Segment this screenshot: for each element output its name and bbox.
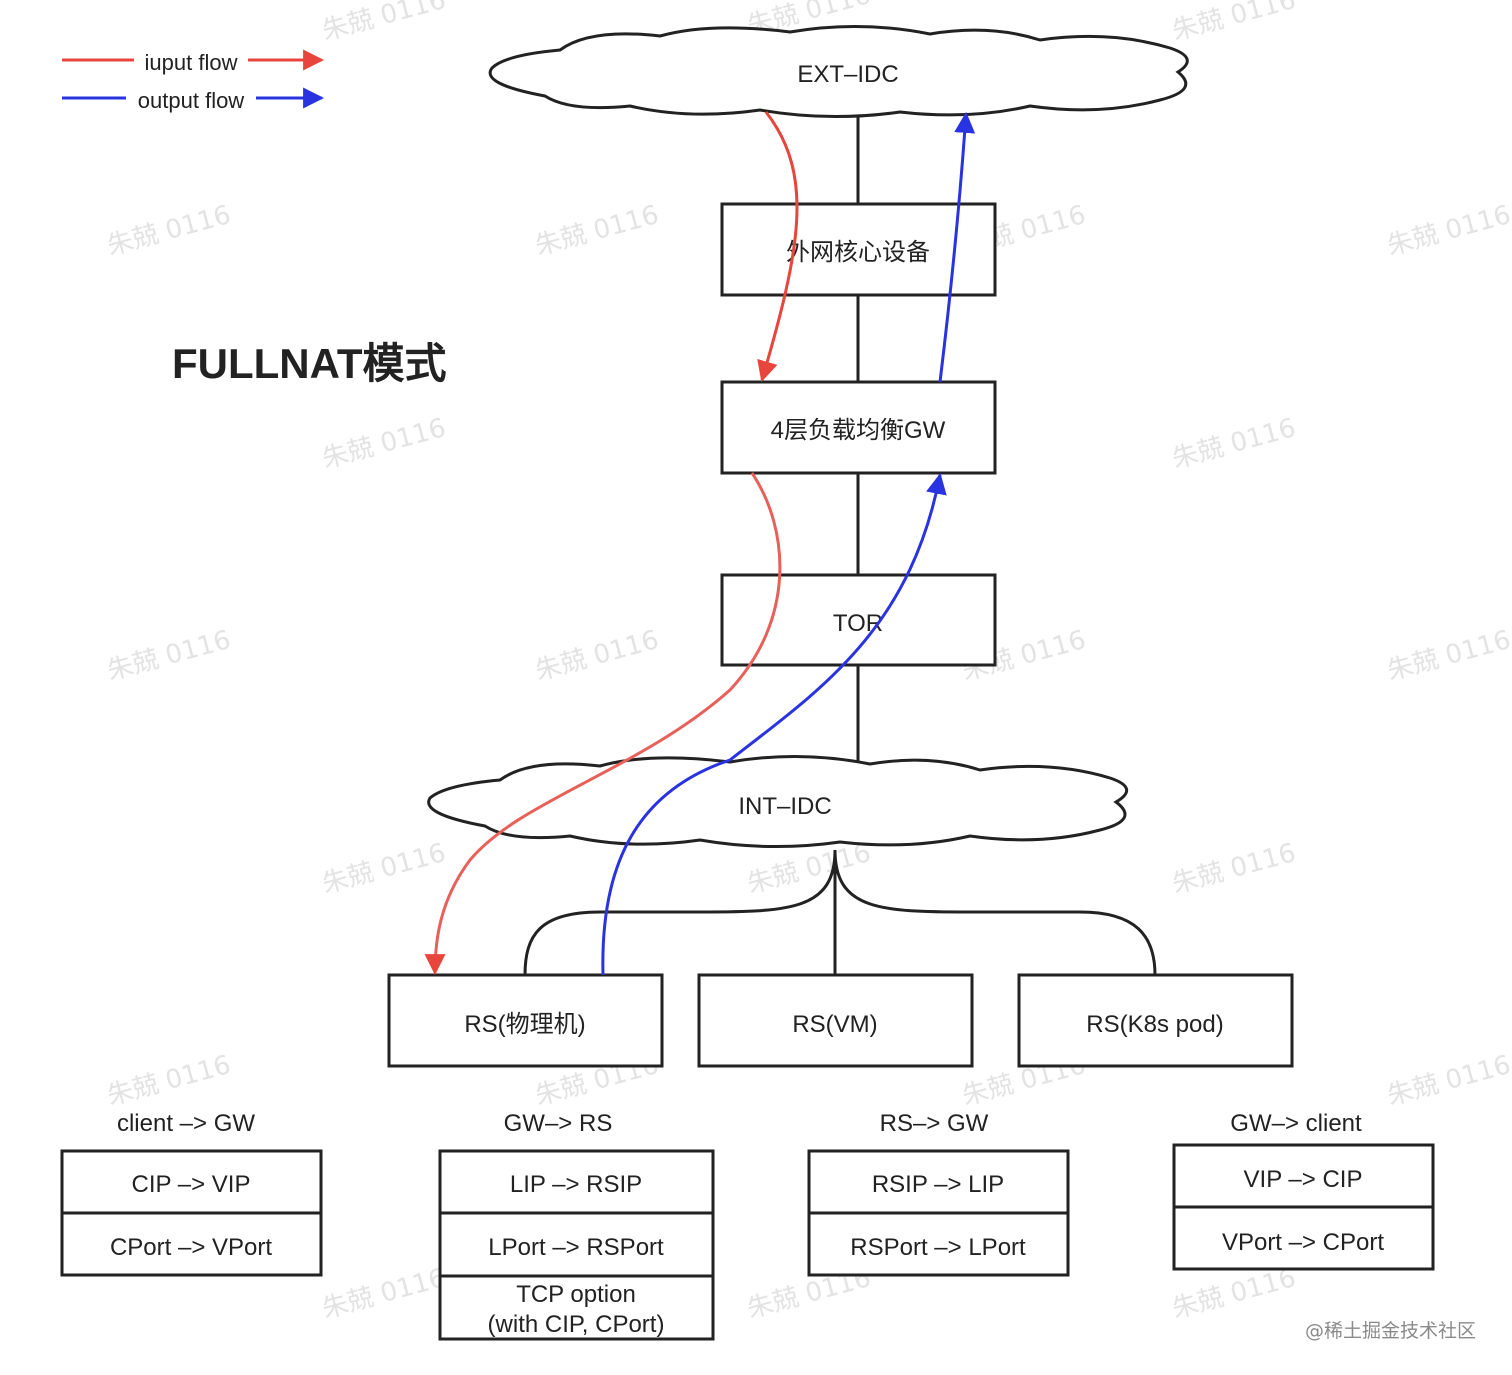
table-gw-to-rs: GW–> RS LIP –> RSIP LPort –> RSPort TCP … [438,1110,715,1341]
input-flow-lower [424,472,782,976]
rs-physical-box: RS(物理机) [387,973,664,1068]
output-flow-upper [938,111,976,383]
legend-output-label-bg [126,84,256,112]
legend: iuput flow output flow [62,46,325,113]
watermark-text: 朱兢 0116 [104,200,234,262]
table-rs-to-gw: RS–> GW RSIP –> LIP RSPort –> LPort [807,1110,1070,1277]
table-title: RS–> GW [880,1110,989,1137]
table-client-to-gw: client –> GW CIP –> VIP CPort –> VPort [60,1110,323,1277]
diagram-title: FULLNAT模式 [172,340,447,387]
table-row: VIP –> CIP [1244,1166,1363,1193]
watermark-text: 朱兢 0116 [1169,0,1299,47]
gateway-label: 4层负载均衡GW [771,417,946,444]
watermark-text: 朱兢 0116 [1169,1263,1299,1325]
core-device-label: 外网核心设备 [786,239,930,266]
ext-idc-label: EXT–IDC [797,61,898,88]
source-credit: @稀土掘金技术社区 [1305,1320,1476,1342]
watermark-text: 朱兢 0116 [1384,625,1512,687]
ext-idc-cloud: EXT–IDC [488,25,1189,119]
watermark-text: 朱兢 0116 [532,625,662,687]
watermark-text: 朱兢 0116 [104,625,234,687]
core-device-box: 外网核心设备 [720,202,997,297]
watermark-text: 朱兢 0116 [319,413,449,475]
watermark-text: 朱兢 0116 [1384,1050,1512,1112]
rs-branch-links [523,849,1157,976]
watermark-text: 朱兢 0116 [532,200,662,262]
table-row: CIP –> VIP [132,1171,251,1198]
rs-k8s-label: RS(K8s pod) [1086,1011,1223,1038]
table-title: GW–> client [1230,1110,1362,1137]
table-row: RSIP –> LIP [872,1171,1004,1198]
gateway-box: 4层负载均衡GW [720,380,997,475]
watermark-text: 朱兢 0116 [104,1050,234,1112]
table-row: (with CIP, CPort) [488,1311,665,1338]
watermark-text: 朱兢 0116 [319,1263,449,1325]
table-row: LIP –> RSIP [510,1171,642,1198]
int-idc-label: INT–IDC [738,793,831,820]
input-flow-upper [757,111,799,383]
legend-output-label: output flow [138,88,245,113]
table-title: client –> GW [117,1110,255,1137]
watermark-text: 朱兢 0116 [1169,413,1299,475]
rs-physical-label: RS(物理机) [464,1011,585,1038]
legend-input-label: iuput flow [145,50,238,75]
legend-input-label-bg [134,46,248,74]
rs-k8s-box: RS(K8s pod) [1017,973,1294,1068]
rs-vm-box: RS(VM) [697,973,974,1068]
tor-box: TOR [720,573,997,667]
watermark-text: 朱兢 0116 [319,0,449,47]
watermark-text: 朱兢 0116 [319,838,449,900]
table-row: LPort –> RSPort [488,1234,664,1261]
tor-label: TOR [833,610,883,637]
table-gw-to-client: GW–> client VIP –> CIP VPort –> CPort [1172,1110,1435,1271]
output-flow [601,111,976,976]
table-row: RSPort –> LPort [850,1234,1026,1261]
int-idc-cloud: INT–IDC [427,755,1128,849]
table-title: GW–> RS [504,1110,613,1137]
table-row: TCP option [516,1281,636,1308]
rs-vm-label: RS(VM) [792,1011,877,1038]
output-flow-lower [601,472,947,976]
watermark-text: 朱兢 0116 [1169,838,1299,900]
input-flow [424,111,799,976]
table-row: CPort –> VPort [110,1234,272,1261]
table-row: VPort –> CPort [1222,1229,1384,1256]
watermark-text: 朱兢 0116 [1384,200,1512,262]
